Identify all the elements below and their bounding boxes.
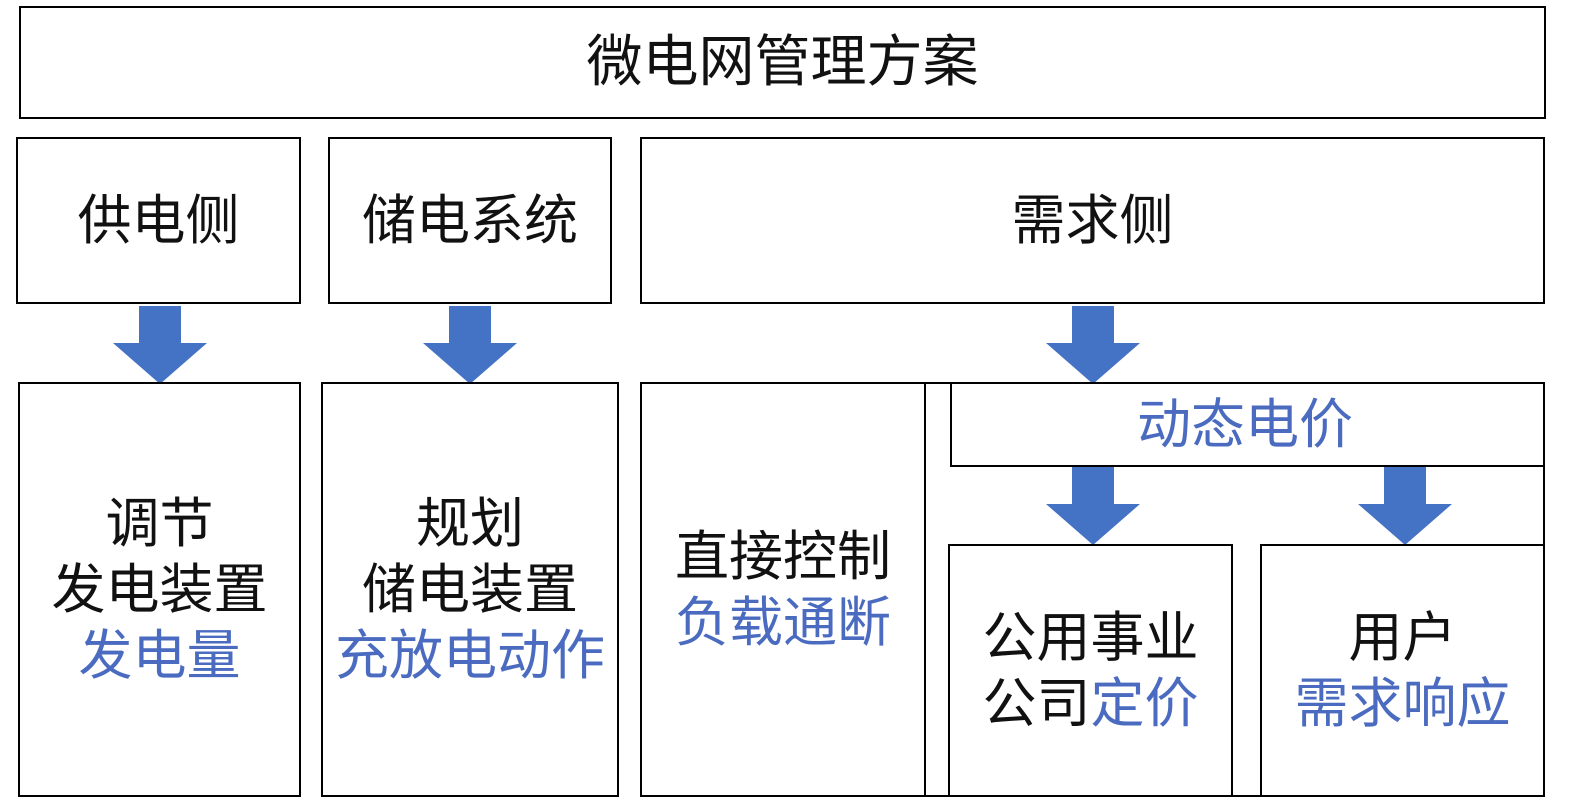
down-arrow-icon [113, 306, 207, 384]
direct-control-box: 直接控制 负载通断 [640, 382, 926, 797]
supply-side-box: 供电侧 [16, 137, 301, 304]
charge-discharge-label: 充放电动作 [335, 623, 605, 687]
storage-system-label: 储电系统 [362, 188, 578, 252]
dynamic-pricing-label: 动态电价 [1137, 392, 1353, 456]
user-label: 用户 [1348, 605, 1457, 669]
storage-planning-line1: 规划 [416, 491, 524, 555]
utility-company-word: 公司 [982, 671, 1091, 735]
down-arrow-icon [1358, 467, 1452, 545]
storage-system-box: 储电系统 [328, 137, 612, 304]
utility-pricing-box: 公用事业 公司定价 [948, 544, 1233, 797]
down-arrow-icon [1046, 467, 1140, 545]
title-box: 微电网管理方案 [19, 6, 1546, 119]
diagram-title: 微电网管理方案 [586, 29, 979, 95]
pricing-label: 定价 [1090, 671, 1199, 735]
generation-output-label: 发电量 [78, 623, 241, 687]
storage-planning-line2: 储电装置 [362, 557, 578, 621]
user-demand-response-box: 用户 需求响应 [1260, 544, 1545, 797]
dynamic-pricing-box: 动态电价 [950, 382, 1545, 467]
demand-side-label: 需求侧 [1011, 188, 1174, 252]
load-switching-label: 负载通断 [675, 590, 891, 654]
down-arrow-icon [423, 306, 517, 384]
generation-adjust-line1: 调节 [105, 491, 214, 555]
down-arrow-icon [1046, 306, 1140, 384]
utility-company-line2: 公司定价 [983, 671, 1199, 737]
demand-response-label: 需求响应 [1294, 671, 1511, 735]
direct-control-label: 直接控制 [675, 524, 891, 588]
supply-side-label: 供电侧 [77, 188, 240, 252]
generation-adjust-box: 调节 发电装置 发电量 [18, 382, 301, 797]
utility-company-line1: 公用事业 [982, 605, 1199, 669]
generation-adjust-line2: 发电装置 [51, 557, 268, 621]
demand-side-box: 需求侧 [640, 137, 1545, 304]
storage-planning-box: 规划 储电装置 充放电动作 [321, 382, 619, 797]
